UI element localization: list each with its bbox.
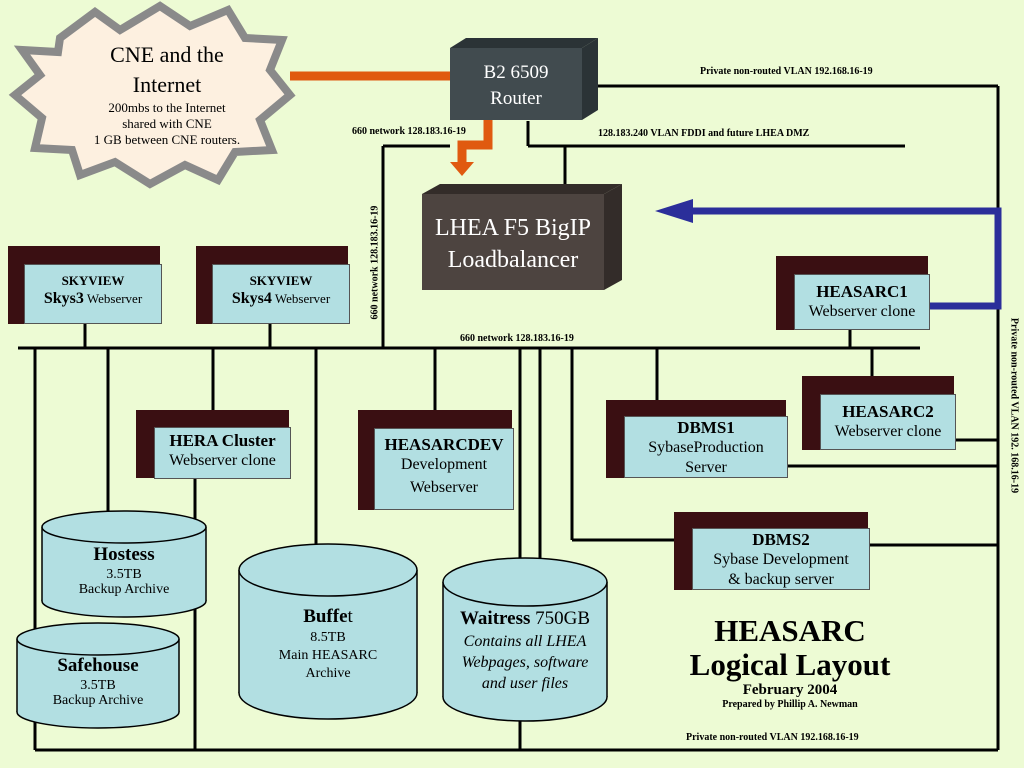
router-lb-link [457, 120, 493, 165]
blue-link [690, 207, 1002, 310]
heasarcdev-line3: Webserver [409, 478, 478, 496]
vlan-top-label: Private non-routed VLAN 192.168.16-19 [700, 66, 873, 77]
cloud-line1: 200mbs to the Internet [108, 100, 226, 115]
dbms1-box[interactable]: DBMS1 SybaseProduction Server [624, 416, 788, 478]
cyl-waitress [442, 557, 608, 722]
buffet-desc2: Archive [305, 665, 351, 681]
lb-side-face [604, 184, 622, 290]
skys3-line1: SKYVIEW [61, 273, 125, 288]
router-top-face [450, 38, 598, 48]
heasarcdev-line2: Development [400, 456, 488, 474]
waitress-name: Waitress [459, 608, 531, 629]
cloud-shape [8, 1, 296, 189]
loadbalancer-label: LHEA F5 BigIP Loadbalancer [422, 212, 604, 276]
heasarc1-name: HEASARC1 [816, 282, 908, 301]
hostess-desc: Backup Archive [78, 581, 170, 597]
fddi-label: 128.183.240 VLAN FDDI and future LHEA DM… [598, 128, 810, 139]
router-label: B2 6509 Router [450, 60, 582, 112]
safehouse-label[interactable]: Safehouse 3.5TB Backup Archive [17, 655, 179, 708]
waitress-title: Waitress 750GB [443, 608, 607, 631]
safehouse-name: Safehouse [57, 655, 139, 676]
dbms1-line3: Server [685, 458, 727, 476]
skys3-name: Skys3 [43, 289, 84, 307]
heasarcdev-name: HEASARCDEV [384, 435, 504, 454]
lb-line2: Loadbalancer [447, 247, 579, 273]
hera-box[interactable]: HERA Cluster Webserver clone [154, 427, 291, 479]
hera-role: Webserver clone [169, 452, 276, 470]
cloud-details: 200mbs to the Internet shared with CNE 1… [72, 100, 262, 148]
heasarc2-role: Webserver clone [834, 423, 942, 441]
dbms2-line2: Sybase Development [713, 551, 849, 569]
router-lb-arrowhead [450, 162, 474, 176]
hostess-label[interactable]: Hostess 3.5TB Backup Archive [42, 544, 206, 597]
hera-name: HERA Cluster [169, 431, 276, 450]
diagram-author: Prepared by Phillip A. Newman [722, 699, 858, 710]
lb-top-face [422, 184, 622, 194]
dbms1-name: DBMS1 [677, 418, 735, 437]
buffet-name-bold: Buffe [303, 606, 348, 627]
buffet-name-rest: t [347, 606, 353, 627]
heasarcdev-box[interactable]: HEASARCDEV Development Webserver [374, 428, 514, 510]
dbms2-box[interactable]: DBMS2 Sybase Development & backup server [692, 528, 870, 590]
skys4-name: Skys4 [231, 289, 272, 307]
diagram-title-line2: Logical Layout [689, 647, 891, 682]
waitress-size: 750GB [530, 608, 591, 629]
waitress-desc2: Webpages, software [461, 653, 589, 671]
hostess-name: Hostess [93, 544, 155, 565]
cloud-title-line2: Internet [132, 72, 202, 97]
diagram-title-line1: HEASARC [714, 613, 866, 648]
dbms2-line3: & backup server [728, 570, 834, 588]
vlan-bottom-label: Private non-routed VLAN 192.168.16-19 [686, 732, 859, 743]
cyl-hostess [41, 510, 207, 618]
skys3-box[interactable]: SKYVIEW Skys3 Webserver [24, 264, 162, 324]
cloud-title-line1: CNE and the [110, 42, 224, 67]
buffet-label[interactable]: Buffet 8.5TB Main HEASARC Archive [239, 606, 417, 683]
cloud-title: CNE and the Internet [82, 40, 252, 100]
waitress-desc1: Contains all LHEA [463, 632, 587, 650]
cloud-line2: shared with CNE [122, 116, 212, 131]
lb-front-face [422, 194, 604, 290]
skys4-role: Webserver [271, 290, 331, 306]
heasarc1-role: Webserver clone [808, 303, 916, 321]
router-line1: B2 6509 [483, 62, 549, 83]
hostess-size: 3.5TB [106, 566, 142, 582]
cyl-buffet [238, 543, 418, 720]
router-front-face [450, 48, 582, 120]
buffet-desc1: Main HEASARC [278, 647, 378, 663]
net660-vertical-label: 660 network 128.183.16-19 [369, 205, 381, 320]
dbms1-line2: SybaseProduction [648, 439, 764, 457]
buffet-name: Buffet [239, 606, 417, 629]
heasarc1-box[interactable]: HEASARC1 Webserver clone [794, 274, 930, 330]
blue-arrowhead [655, 199, 693, 223]
skys3-role: Webserver [83, 290, 143, 306]
diagram-date: February 2004 [742, 682, 838, 698]
skys4-line2: Skys4 Webserver [213, 289, 349, 308]
cloud-line3: 1 GB between CNE routers. [93, 132, 241, 147]
heasarc2-name: HEASARC2 [842, 402, 934, 421]
waitress-desc3: and user files [481, 674, 569, 692]
waitress-label[interactable]: Waitress 750GB Contains all LHEA Webpage… [443, 608, 607, 694]
skys4-box[interactable]: SKYVIEW Skys4 Webserver [212, 264, 350, 324]
vlan-right-label: Private non-routed VLAN 192. 168.16-19 [1008, 317, 1020, 494]
router-line2: Router [490, 88, 542, 109]
net660-top-label: 660 network 128.183.16-19 [352, 126, 466, 137]
skys3-line2: Skys3 Webserver [25, 289, 161, 308]
net660-bus-label: 660 network 128.183.16-19 [460, 333, 574, 344]
cyl-safehouse [16, 622, 180, 729]
skys4-line1: SKYVIEW [249, 273, 313, 288]
router-side-face [582, 38, 598, 120]
buffet-size: 8.5TB [310, 629, 346, 645]
safehouse-desc: Backup Archive [52, 692, 144, 708]
lb-line1: LHEA F5 BigIP [434, 215, 592, 241]
diagram-title-block: HEASARC Logical Layout February 2004 Pre… [670, 614, 910, 711]
safehouse-size: 3.5TB [80, 677, 116, 693]
heasarc2-box[interactable]: HEASARC2 Webserver clone [820, 394, 956, 450]
dbms2-name: DBMS2 [752, 530, 810, 549]
